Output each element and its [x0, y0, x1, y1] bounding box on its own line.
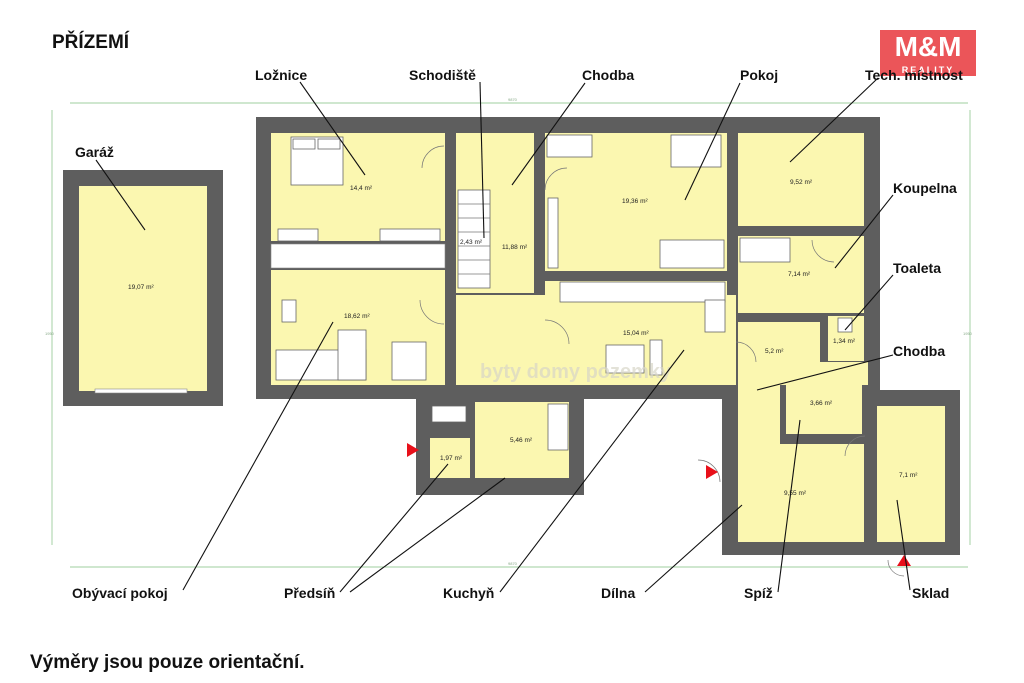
- room-chodba-right: [740, 362, 868, 385]
- entry-arrows: [407, 443, 911, 566]
- area-tech: 9,52 m²: [790, 179, 813, 186]
- room-labels: Ložnice Schodiště Chodba Pokoj Tech. mís…: [72, 67, 963, 601]
- entry-arrow-dilna: [706, 465, 718, 479]
- label-obyvaci: Obývací pokoj: [72, 585, 168, 601]
- dimension-bottom: 9870: [508, 561, 518, 566]
- label-chodba-right: Chodba: [893, 343, 945, 359]
- room-dilna: [738, 444, 864, 542]
- area-toaleta: 1,34 m²: [833, 338, 856, 345]
- label-tech: Tech. místnost: [865, 67, 963, 83]
- area-labels: 19,07 m² 14,4 m² 2,43 m² 11,88 m² 19,36 …: [128, 179, 918, 497]
- label-predsin: Předsíň: [284, 585, 335, 601]
- area-garaz: 19,07 m²: [128, 284, 154, 291]
- label-kuchyn: Kuchyň: [443, 585, 494, 601]
- furniture: [275, 134, 905, 577]
- logo-subtitle: REALITY: [880, 64, 976, 76]
- entry-arrow-predsin: [407, 443, 419, 457]
- area-obyvaci: 18,62 m²: [344, 313, 370, 320]
- area-predsin2: 1,97 m²: [440, 455, 463, 462]
- label-schodiste: Schodiště: [409, 67, 476, 83]
- disclaimer: Výměry jsou pouze orientační.: [30, 652, 305, 673]
- label-sklad: Sklad: [912, 585, 949, 601]
- room-sklad: [877, 406, 945, 542]
- label-spiz: Spíž: [744, 585, 773, 601]
- area-kuchyn: 15,04 m²: [623, 330, 649, 337]
- area-spiz: 3,66 m²: [810, 400, 833, 407]
- area-predsin: 5,46 m²: [510, 437, 533, 444]
- label-chodba-top: Chodba: [582, 67, 634, 83]
- area-koupelna: 7,14 m²: [788, 271, 811, 278]
- dimension-right: 1950: [963, 331, 973, 336]
- area-loznice: 14,4 m²: [350, 185, 373, 192]
- area-pokoj: 19,36 m²: [622, 198, 648, 205]
- label-toaleta: Toaleta: [893, 260, 941, 276]
- logo-mark: M&M: [880, 30, 976, 64]
- company-logo: M&M REALITY: [880, 30, 976, 80]
- label-pokoj: Pokoj: [740, 67, 778, 83]
- area-chodba2: 5,2 m²: [765, 348, 784, 355]
- area-dilna: 9,55 m²: [784, 490, 807, 497]
- room-tech: [738, 133, 864, 226]
- leader-lines: [95, 77, 911, 593]
- dimension-top: 9870: [508, 97, 518, 102]
- label-loznice: Ložnice: [255, 67, 307, 83]
- entry-arrow-sklad: [897, 555, 911, 566]
- garage: [63, 170, 223, 406]
- dimension-left: 1950: [45, 331, 55, 336]
- area-chodba: 11,88 m²: [502, 244, 528, 251]
- area-sklad: 7,1 m²: [899, 472, 918, 479]
- room-predsin2: [430, 438, 470, 478]
- label-koupelna: Koupelna: [893, 180, 957, 196]
- label-dilna: Dílna: [601, 585, 635, 601]
- watermark: byty domy pozemky: [480, 361, 672, 383]
- floor-title: PŘÍZEMÍ: [52, 32, 130, 53]
- label-garaz: Garáž: [75, 144, 114, 160]
- area-schodiste: 2,43 m²: [460, 239, 483, 246]
- staircase: [457, 189, 491, 289]
- room-spiz: [786, 382, 862, 434]
